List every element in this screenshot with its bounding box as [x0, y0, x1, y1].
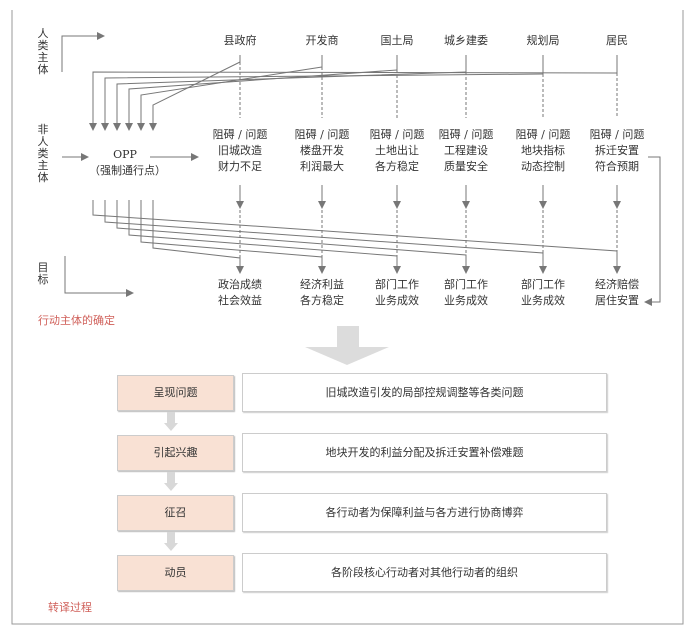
actor-goal-line2: 各方稳定: [300, 294, 344, 307]
actor-goal-line1: 部门工作: [375, 278, 419, 291]
actor-problem-line1: 工程建设: [444, 144, 488, 157]
actor-problem-label: 阻碍 / 问题: [438, 128, 494, 141]
step-description: 地块开发的利益分配及拆迁安置补偿难题: [242, 433, 607, 472]
actor-problem-line1: 楼盘开发: [300, 144, 344, 157]
opp-to-goal-line: [104, 200, 547, 274]
actor-problem-label: 阻碍 / 问题: [294, 128, 350, 141]
step-down-arrow-head: [164, 483, 178, 491]
step-label: 动员: [117, 555, 234, 591]
opp-to-goal-line: [92, 200, 621, 274]
opp-subtitle: （强制通行点）: [89, 164, 166, 177]
actor-goal-line1: 部门工作: [444, 278, 488, 291]
opp-to-goal-line: [128, 200, 401, 274]
actor-problem-line2: 符合预期: [595, 160, 639, 173]
actor-problem-line2: 利润最大: [300, 160, 344, 173]
actor-to-opp-line: [149, 61, 241, 131]
opp-to-goal-line: [152, 200, 244, 274]
actor-goal-line2: 居住安置: [595, 294, 639, 307]
actor-problem-label: 阻碍 / 问题: [589, 128, 645, 141]
axis-human-arrow: [61, 32, 105, 72]
axis-goal-label: 目标: [37, 261, 49, 286]
opp-label: OPP: [113, 148, 137, 161]
actor-name: 开发商: [305, 34, 339, 47]
opp-to-goal-line: [140, 200, 326, 274]
step-description: 各行动者为保障利益与各方进行协商博弈: [242, 493, 607, 532]
axis-human-label: 人类主体: [37, 27, 49, 76]
step-description: 旧城改造引发的局部控规调整等各类问题: [242, 373, 607, 412]
actor-to-opp-line: [89, 71, 618, 131]
actor-problem-line2: 各方稳定: [375, 160, 419, 173]
step-down-arrow-head: [164, 423, 178, 431]
actor-problem-label: 阻碍 / 问题: [369, 128, 425, 141]
step-label: 引起兴趣: [117, 435, 234, 471]
actor-goal-line2: 业务成效: [521, 294, 565, 307]
actor-name: 规划局: [526, 34, 560, 47]
step-down-arrow-head: [164, 543, 178, 551]
opp-to-goal-line: [116, 200, 470, 274]
actor-problem-line1: 土地出让: [375, 144, 419, 157]
actor-goal-line2: 业务成效: [375, 294, 419, 307]
actor-to-opp-line: [113, 71, 467, 131]
step-label: 征召: [117, 495, 234, 531]
actor-goal-line1: 部门工作: [521, 278, 565, 291]
frame-border: [11, 10, 684, 625]
actor-goal-line1: 经济赔偿: [595, 278, 639, 291]
actor-goal-line2: 业务成效: [444, 294, 488, 307]
actor-problem-line2: 动态控制: [521, 160, 565, 173]
axis-nonhuman-label: 非人类主体: [37, 123, 49, 184]
actor-name: 县政府: [223, 34, 257, 47]
actor-problem-line1: 旧城改造: [218, 144, 262, 157]
section-title-translation: 转译过程: [48, 601, 92, 614]
step-down-arrow-icon: [167, 532, 175, 544]
actor-name: 居民: [606, 34, 628, 47]
actor-problem-line1: 拆迁安置: [595, 144, 639, 157]
resident-feedback-arrow: [644, 156, 661, 306]
big-down-arrow-icon: [337, 326, 359, 348]
axis-goal-arrow: [64, 256, 134, 297]
actor-problem-label: 阻碍 / 问题: [515, 128, 571, 141]
step-down-arrow-icon: [167, 472, 175, 484]
actor-to-opp-line: [101, 73, 544, 131]
step-label: 呈现问题: [117, 375, 234, 411]
actor-problem-line1: 地块指标: [521, 144, 565, 157]
actor-problem-line2: 质量安全: [444, 160, 488, 173]
actor-goal-line1: 政治成绩: [218, 278, 262, 291]
actor-name: 城乡建委: [444, 34, 488, 47]
step-down-arrow-icon: [167, 412, 175, 424]
section-title-actors: 行动主体的确定: [38, 314, 115, 327]
actor-problem-label: 阻碍 / 问题: [212, 128, 268, 141]
actor-goal-line1: 经济利益: [300, 278, 344, 291]
actor-problem-line2: 财力不足: [218, 160, 262, 173]
big-down-arrow-head: [305, 347, 389, 365]
actor-goal-line2: 社会效益: [218, 294, 262, 307]
step-description: 各阶段核心行动者对其他行动者的组织: [242, 553, 607, 592]
actor-name: 国土局: [380, 34, 414, 47]
